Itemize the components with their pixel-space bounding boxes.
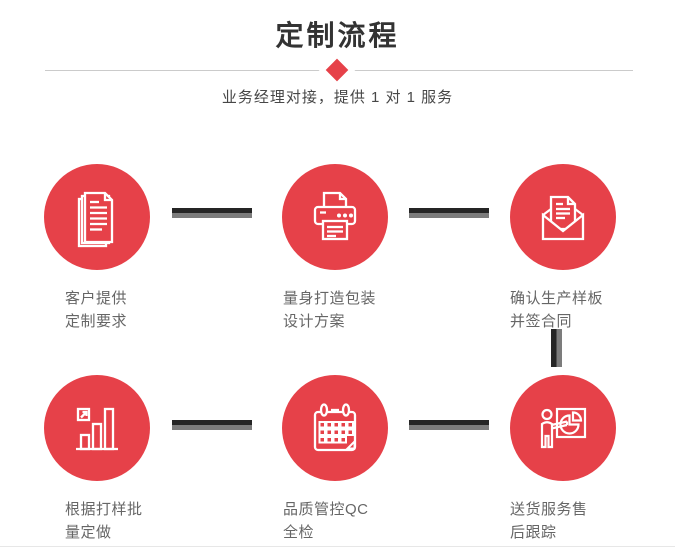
step-label-line: 客户提供: [65, 290, 128, 307]
step-label-5: 品质管控QC 全检: [283, 498, 369, 544]
step-label-4: 根据打样批 量定做: [65, 498, 143, 544]
printer-icon: [313, 191, 357, 241]
step-circle-1: [44, 164, 150, 270]
connector-step5-step6: [409, 420, 489, 430]
connector-step4-step5: [172, 420, 252, 430]
step-label-line: 量定做: [65, 524, 112, 541]
connector-step3-step6: [551, 329, 562, 367]
step-label-line: 确认生产样板: [510, 290, 604, 307]
step-label-line: 品质管控QC: [283, 501, 369, 518]
step-circle-6: [510, 375, 616, 481]
step-label-line: 定制要求: [65, 313, 128, 330]
step-label-2: 量身打造包装 设计方案: [283, 287, 376, 333]
step-circle-5: [282, 375, 388, 481]
step-label-line: 全检: [283, 524, 315, 541]
step-label-line: 送货服务售: [510, 501, 588, 518]
step-label-line: 根据打样批: [65, 501, 143, 518]
step-circle-2: [282, 164, 388, 270]
diamond-icon: [325, 58, 349, 82]
page-subtitle: 业务经理对接，提供 1 对 1 服务: [221, 89, 454, 106]
presenter-icon: [540, 407, 587, 449]
step-label-line: 后跟踪: [510, 524, 557, 541]
step-circle-4: [44, 375, 150, 481]
step-label-line: 量身打造包装: [283, 290, 377, 307]
step-label-6: 送货服务售 后跟踪: [510, 498, 588, 544]
connector-step1-step2: [172, 208, 252, 218]
step-circle-3: [510, 164, 616, 270]
bottom-divider-line: [0, 546, 675, 547]
step-label-line: 设计方案: [283, 313, 346, 330]
calendar-icon: [313, 403, 357, 452]
step-label-3: 确认生产样板 并签合同: [510, 287, 603, 333]
documents-icon: [77, 191, 114, 248]
step-label-line: 并签合同: [510, 313, 573, 330]
envelope-icon: [541, 195, 585, 241]
connector-step2-step3: [409, 208, 489, 218]
step-label-1: 客户提供 定制要求: [65, 287, 127, 333]
page-title: 定制流程: [275, 20, 400, 51]
bar-chart-icon: [76, 407, 118, 451]
